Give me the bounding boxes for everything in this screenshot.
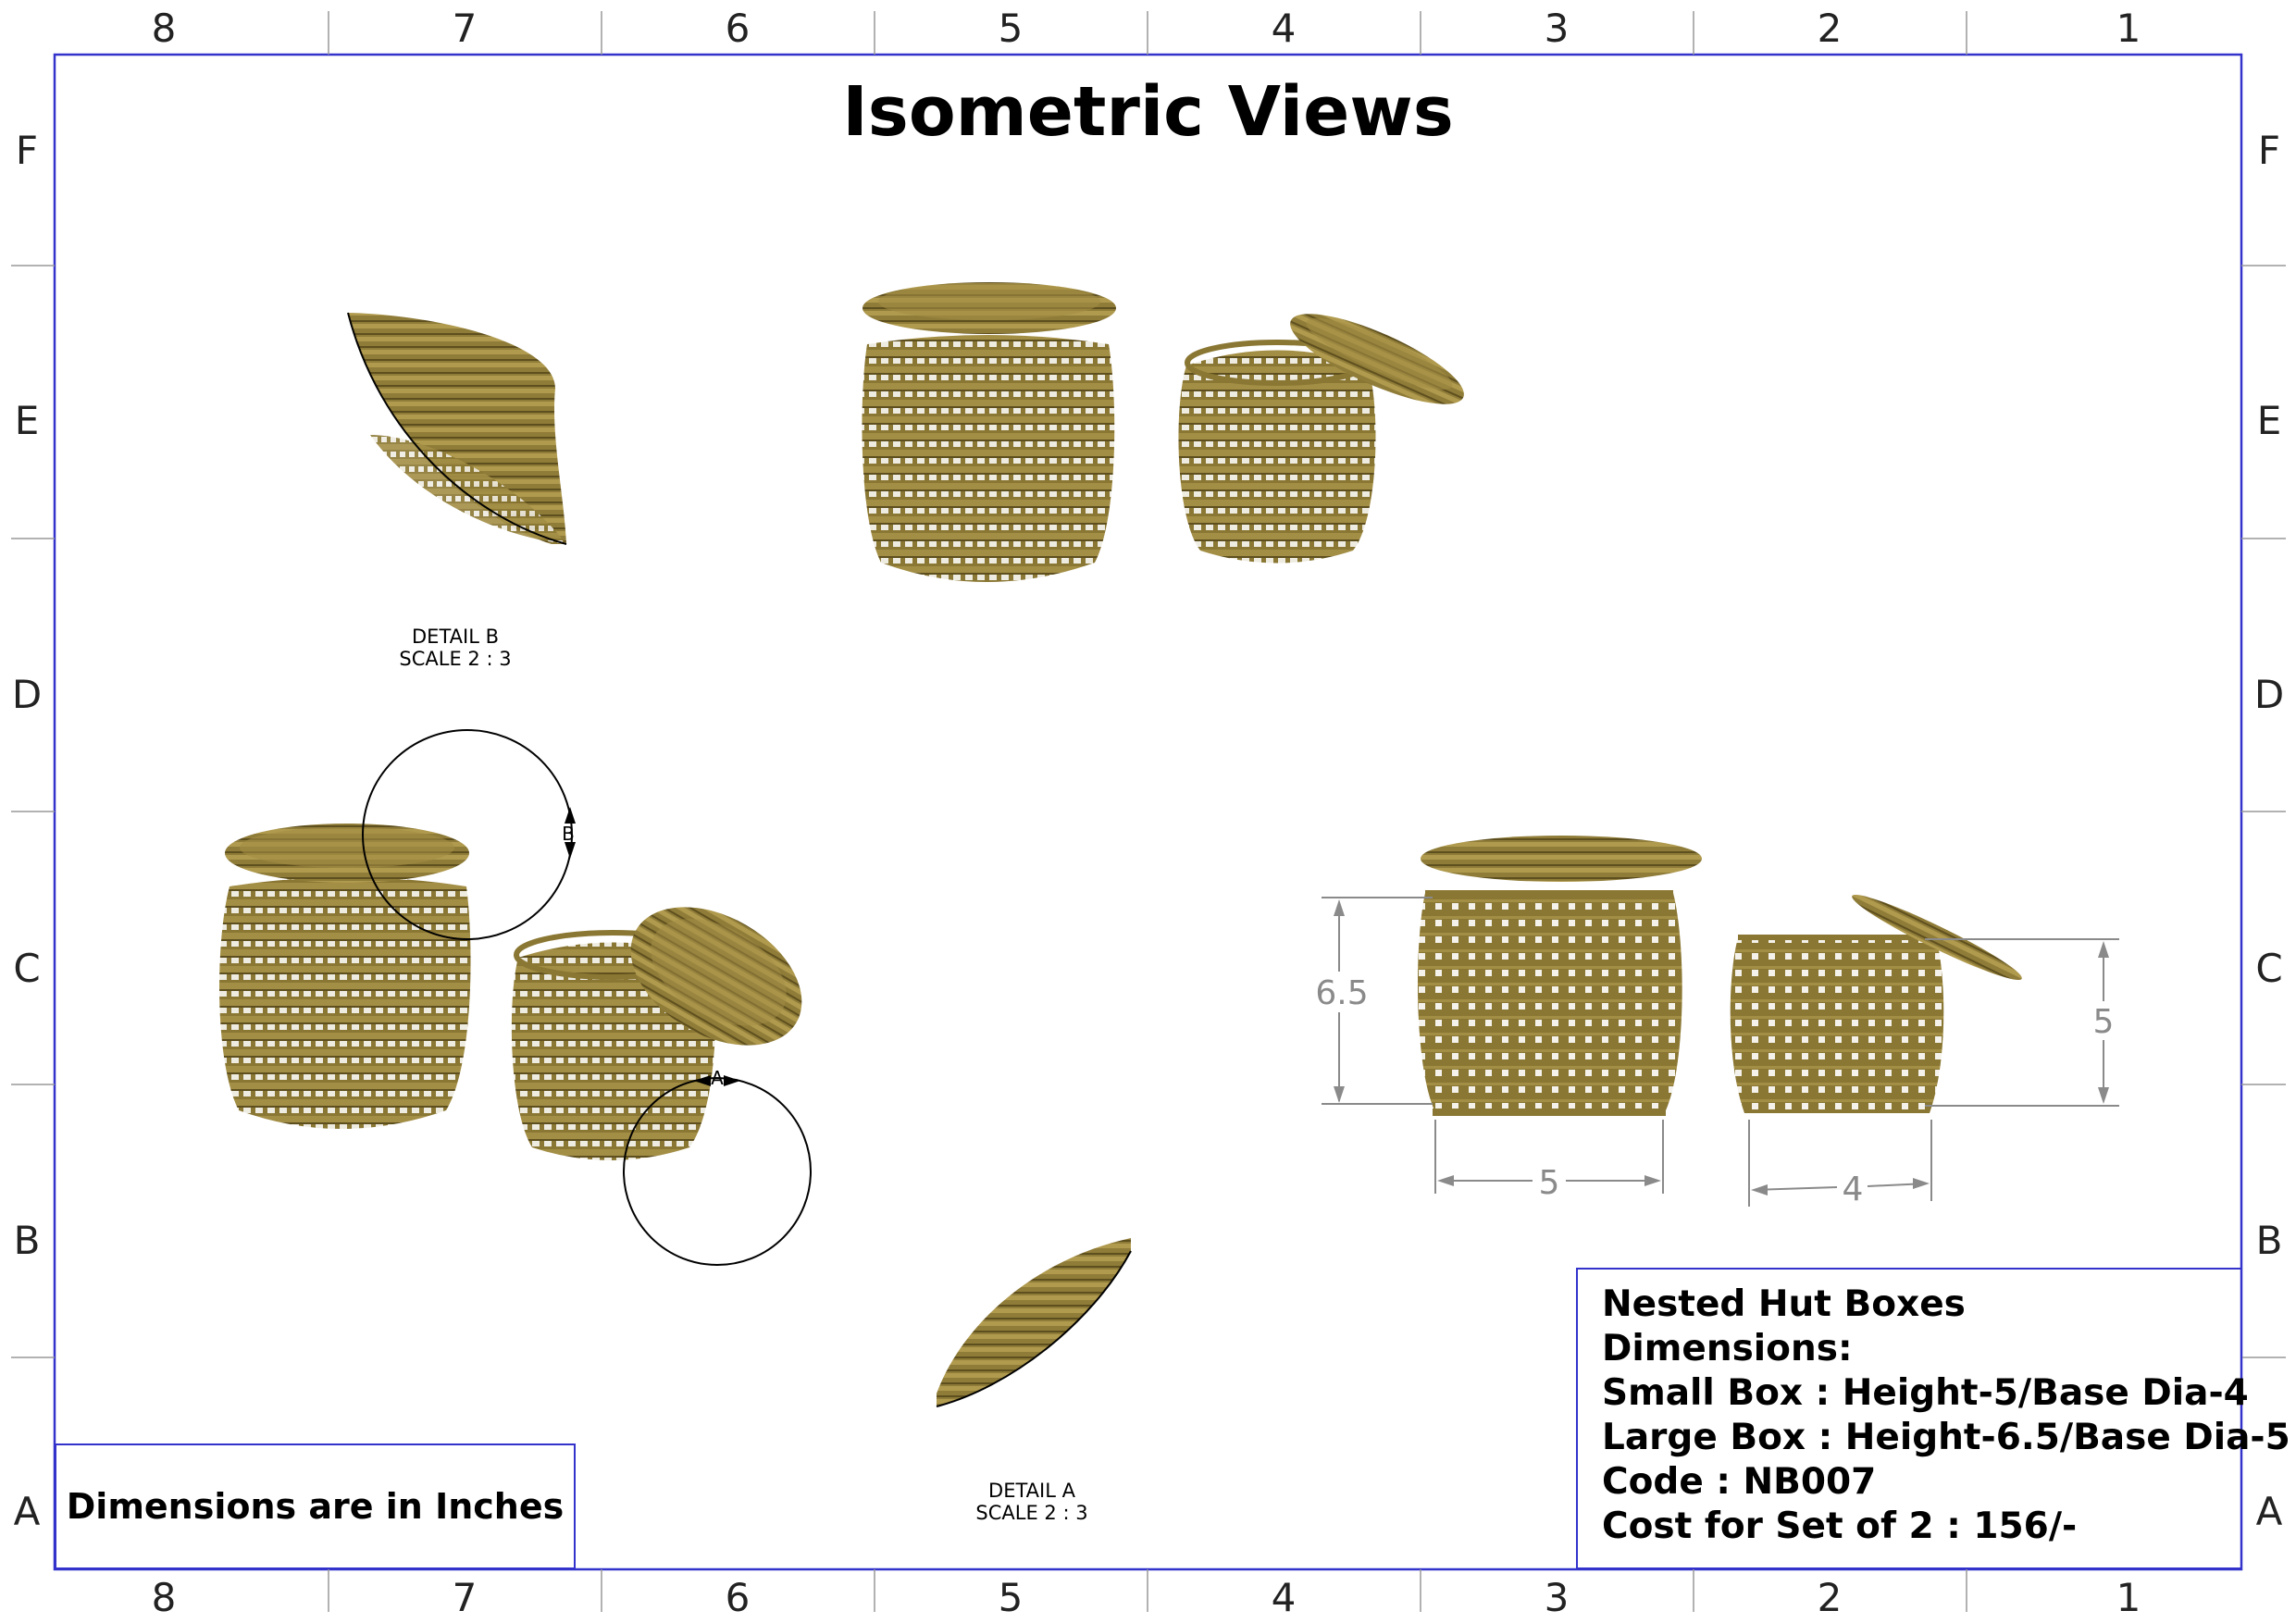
row-labels-right: F E D C B A: [2254, 128, 2284, 1534]
detail-a-view: [936, 1238, 1132, 1407]
detail-b-circle: [362, 729, 573, 940]
units-note: Dimensions are in Inches: [66, 1486, 565, 1527]
detail-b-marker: B: [562, 823, 575, 845]
row-label: F: [2258, 128, 2280, 173]
col-label: 6: [726, 1575, 751, 1620]
set-cost: Cost for Set of 2 : 156/-: [1602, 1505, 2078, 1547]
col-label: 6: [726, 6, 751, 51]
large-basket-body-2: [219, 877, 471, 1129]
dim-small-base: 4: [1843, 1171, 1864, 1208]
iso-view-bottom-left: B A: [219, 729, 812, 1266]
col-label: 3: [1545, 1575, 1570, 1620]
detail-b-name: DETAIL B: [412, 626, 499, 648]
detail-a-name: DETAIL A: [988, 1480, 1075, 1502]
col-label: 4: [1272, 6, 1297, 51]
large-box-spec: Large Box : Height-6.5/Base Dia-5: [1602, 1417, 2290, 1458]
detail-a-scale: SCALE 2 : 3: [975, 1502, 1088, 1524]
zone-ticks: [11, 11, 2286, 1612]
product-name: Nested Hut Boxes: [1602, 1283, 1966, 1325]
dim-small-height: 5: [2093, 1003, 2115, 1041]
row-label: C: [2255, 946, 2282, 991]
detail-b-view: [347, 312, 567, 545]
col-label: 5: [999, 1575, 1024, 1620]
dimension-arrows: [1334, 899, 2109, 1196]
row-label: A: [14, 1489, 41, 1534]
detail-b-scale: SCALE 2 : 3: [399, 648, 512, 670]
col-label: 1: [2116, 1575, 2141, 1620]
small-front-lid: [1852, 895, 2022, 980]
col-label: 2: [1818, 1575, 1843, 1620]
iso-view-top: [862, 282, 1464, 582]
product-code: Code : NB007: [1602, 1461, 1877, 1503]
front-view-small: [1730, 895, 2022, 1113]
col-label: 7: [453, 1575, 478, 1620]
col-label: 4: [1272, 1575, 1297, 1620]
row-label: D: [2254, 672, 2284, 717]
col-label: 8: [152, 1575, 177, 1620]
row-label: E: [2257, 398, 2282, 443]
sheet-title: Isometric Views: [842, 72, 1454, 152]
dim-large-base: 5: [1539, 1164, 1560, 1202]
row-label: B: [14, 1218, 41, 1263]
small-box-spec: Small Box : Height-5/Base Dia-4: [1602, 1372, 2249, 1414]
title-block: Nested Hut Boxes Dimensions: Small Box :…: [1576, 1268, 2290, 1569]
detail-b-caption: DETAIL B SCALE 2 : 3: [363, 626, 548, 670]
units-note-box: Dimensions are in Inches: [55, 1443, 576, 1569]
col-label: 7: [453, 6, 478, 51]
detail-a-marker: A: [711, 1067, 724, 1089]
col-label: 1: [2116, 6, 2141, 51]
front-view-large: [1417, 836, 1702, 1116]
col-label: 2: [1818, 6, 1843, 51]
dimension-values: 6.5 5 5 4: [1315, 974, 2114, 1208]
dimensions-heading: Dimensions:: [1602, 1328, 1853, 1369]
col-label: 8: [152, 6, 177, 51]
row-labels-left: F E D C B A: [12, 128, 42, 1534]
column-labels-top: 8 7 6 5 4 3 2 1: [152, 6, 2141, 51]
row-label: B: [2256, 1218, 2283, 1263]
row-label: A: [2256, 1489, 2283, 1534]
col-label: 5: [999, 6, 1024, 51]
col-label: 3: [1545, 6, 1570, 51]
row-label: C: [13, 946, 40, 991]
detail-a-caption: DETAIL A SCALE 2 : 3: [939, 1480, 1124, 1524]
row-label: D: [12, 672, 42, 717]
large-front-lid: [1421, 836, 1702, 882]
row-label: F: [16, 128, 38, 173]
small-basket-body: [1178, 350, 1376, 564]
large-basket-body: [862, 335, 1115, 582]
dim-large-height: 6.5: [1315, 974, 1368, 1012]
column-labels-bottom: 8 7 6 5 4 3 2 1: [152, 1575, 2141, 1620]
row-label: E: [15, 398, 40, 443]
detail-a-circle: [623, 1077, 812, 1266]
